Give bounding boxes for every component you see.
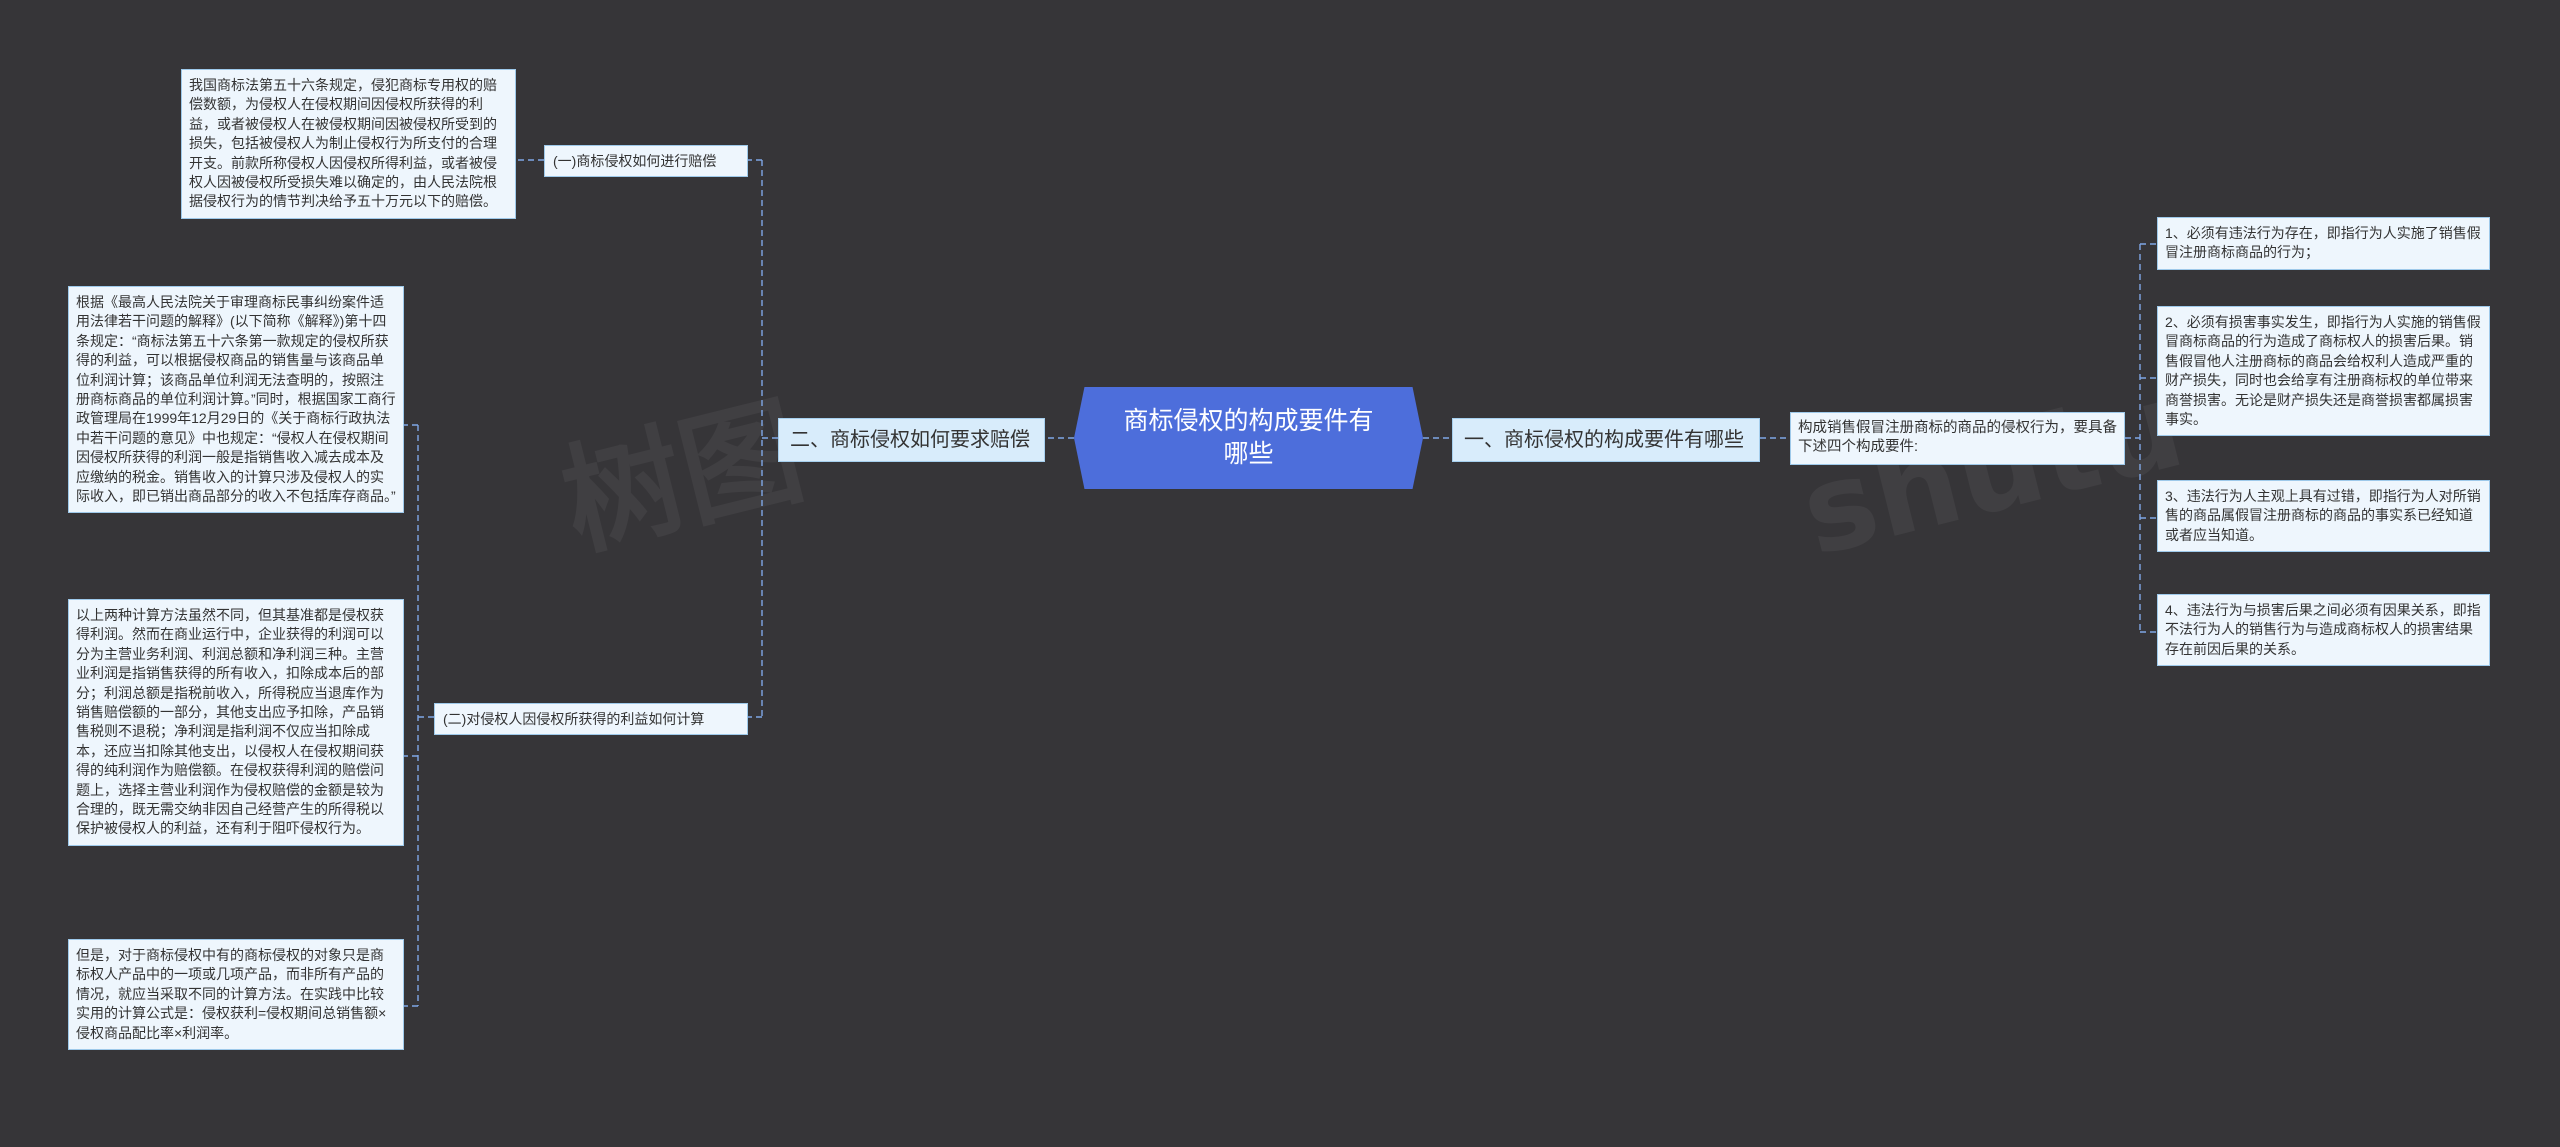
- sub2-text-1[interactable]: 根据《最高人民法院关于审理商标民事纠纷案件适用法律若干问题的解释》(以下简称《解…: [68, 286, 404, 514]
- root-title: 商标侵权的构成要件有哪些: [1123, 407, 1374, 468]
- sub1-text[interactable]: 我国商标法第五十六条规定，侵犯商标专用权的赔偿数额，为侵权人在侵权期间因侵权所获…: [181, 69, 516, 219]
- sub2-topic[interactable]: (二)对侵权人因侵权所获得的利益如何计算: [434, 703, 748, 735]
- right-item-2[interactable]: 2、必须有损害事实发生，即指行为人实施的销售假冒商标商品的行为造成了商标权人的损…: [2157, 306, 2490, 437]
- sub2-text-3[interactable]: 但是，对于商标侵权中有的商标侵权的对象只是商标权人产品中的一项或几项产品，而非所…: [68, 939, 404, 1051]
- branch-right-topic[interactable]: 一、商标侵权的构成要件有哪些: [1452, 418, 1760, 462]
- right-item-3[interactable]: 3、违法行为人主观上具有过错，即指行为人对所销售的商品属假冒注册商标的商品的事实…: [2157, 480, 2490, 553]
- sub2-text-2[interactable]: 以上两种计算方法虽然不同，但其基准都是侵权获得利润。然而在商业运行中，企业获得的…: [68, 599, 404, 846]
- sub1-topic[interactable]: (一)商标侵权如何进行赔偿: [544, 145, 748, 177]
- right-intro-node[interactable]: 构成销售假冒注册商标的商品的侵权行为，要具备下述四个构成要件:: [1790, 412, 2125, 465]
- root-topic[interactable]: 商标侵权的构成要件有哪些: [1074, 387, 1423, 489]
- branch-left-topic[interactable]: 二、商标侵权如何要求赔偿: [778, 418, 1045, 462]
- right-item-1[interactable]: 1、必须有违法行为存在，即指行为人实施了销售假冒注册商标商品的行为；: [2157, 217, 2490, 270]
- right-item-4[interactable]: 4、违法行为与损害后果之间必须有因果关系，即指不法行为人的销售行为与造成商标权人…: [2157, 594, 2490, 667]
